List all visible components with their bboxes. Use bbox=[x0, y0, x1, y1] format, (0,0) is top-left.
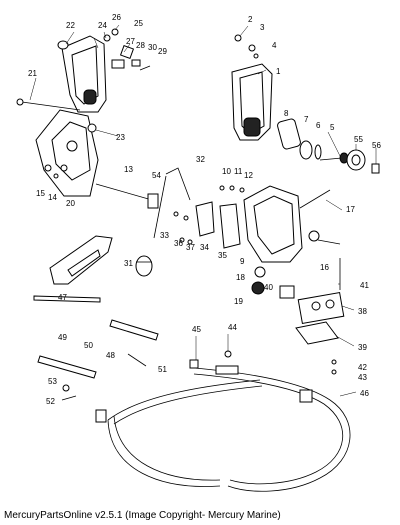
callout-27: 27 bbox=[126, 37, 135, 46]
callout-17: 17 bbox=[346, 205, 355, 214]
callout-23: 23 bbox=[116, 133, 125, 142]
upper-left-bracket bbox=[57, 28, 151, 113]
callout-56: 56 bbox=[372, 141, 381, 150]
small-plates bbox=[173, 201, 241, 249]
callout-33: 33 bbox=[160, 231, 169, 240]
callout-42: 42 bbox=[358, 363, 367, 372]
callout-39: 39 bbox=[358, 343, 367, 352]
callout-45: 45 bbox=[192, 325, 201, 334]
right-mount-bracket bbox=[219, 185, 341, 263]
callout-26: 26 bbox=[112, 13, 121, 22]
callout-18: 18 bbox=[236, 273, 245, 282]
callout-34: 34 bbox=[200, 243, 209, 252]
callout-46: 46 bbox=[360, 389, 369, 398]
callout-51: 51 bbox=[158, 365, 167, 374]
callout-22: 22 bbox=[66, 21, 75, 30]
callout-12: 12 bbox=[244, 171, 253, 180]
callout-30: 30 bbox=[148, 43, 157, 52]
callout-50: 50 bbox=[84, 341, 93, 350]
mount-block bbox=[279, 258, 345, 375]
callout-25: 25 bbox=[134, 19, 143, 28]
callout-49: 49 bbox=[58, 333, 67, 342]
callout-8: 8 bbox=[284, 109, 289, 118]
washers bbox=[251, 266, 266, 295]
callout-labels: 1 2 3 4 5 6 7 8 9 10 11 12 13 14 15 16 1… bbox=[28, 13, 381, 406]
callout-21: 21 bbox=[28, 69, 37, 78]
pivot-rod bbox=[95, 183, 159, 209]
callout-5: 5 bbox=[330, 123, 335, 132]
callout-54: 54 bbox=[152, 171, 161, 180]
callout-4: 4 bbox=[272, 41, 277, 50]
callout-19: 19 bbox=[234, 297, 243, 306]
callout-40: 40 bbox=[264, 283, 273, 292]
callout-48: 48 bbox=[106, 351, 115, 360]
callout-41: 41 bbox=[360, 281, 369, 290]
callout-37: 37 bbox=[186, 243, 195, 252]
leader-lines bbox=[29, 24, 377, 397]
callout-10: 10 bbox=[222, 167, 231, 176]
callout-32: 32 bbox=[196, 155, 205, 164]
callout-52: 52 bbox=[46, 397, 55, 406]
left-mount-plate bbox=[16, 98, 99, 197]
rods bbox=[33, 295, 159, 379]
callout-2: 2 bbox=[248, 15, 253, 24]
callout-3: 3 bbox=[260, 23, 265, 32]
callout-13: 13 bbox=[124, 165, 133, 174]
callout-6: 6 bbox=[316, 121, 321, 130]
pins bbox=[61, 353, 147, 401]
callout-35: 35 bbox=[218, 251, 227, 260]
right-shaft-parts bbox=[277, 118, 380, 174]
latch-hook bbox=[135, 167, 191, 277]
callout-7: 7 bbox=[304, 115, 309, 124]
callout-9: 9 bbox=[240, 257, 245, 266]
callout-53: 53 bbox=[48, 377, 57, 386]
callout-28: 28 bbox=[136, 41, 145, 50]
strap bbox=[49, 235, 113, 285]
callout-36: 36 bbox=[174, 239, 183, 248]
callout-20: 20 bbox=[66, 199, 75, 208]
callout-29: 29 bbox=[158, 47, 167, 56]
callout-14: 14 bbox=[48, 193, 57, 202]
parts-exploded-diagram: 1 2 3 4 5 6 7 8 9 10 11 12 13 14 15 16 1… bbox=[16, 13, 381, 492]
callout-43: 43 bbox=[358, 373, 367, 382]
callout-31: 31 bbox=[124, 259, 133, 268]
callout-47: 47 bbox=[58, 293, 67, 302]
callout-1: 1 bbox=[276, 67, 281, 76]
callout-55: 55 bbox=[354, 135, 363, 144]
cable-assembly bbox=[95, 350, 351, 492]
callout-44: 44 bbox=[228, 323, 237, 332]
upper-right-bracket bbox=[231, 34, 273, 141]
copyright-footer: MercuryPartsOnline v2.5.1 (Image Copyrig… bbox=[4, 510, 281, 521]
callout-15: 15 bbox=[36, 189, 45, 198]
callout-16: 16 bbox=[320, 263, 329, 272]
callout-38: 38 bbox=[358, 307, 367, 316]
callout-11: 11 bbox=[234, 167, 243, 176]
callout-24: 24 bbox=[98, 21, 107, 30]
